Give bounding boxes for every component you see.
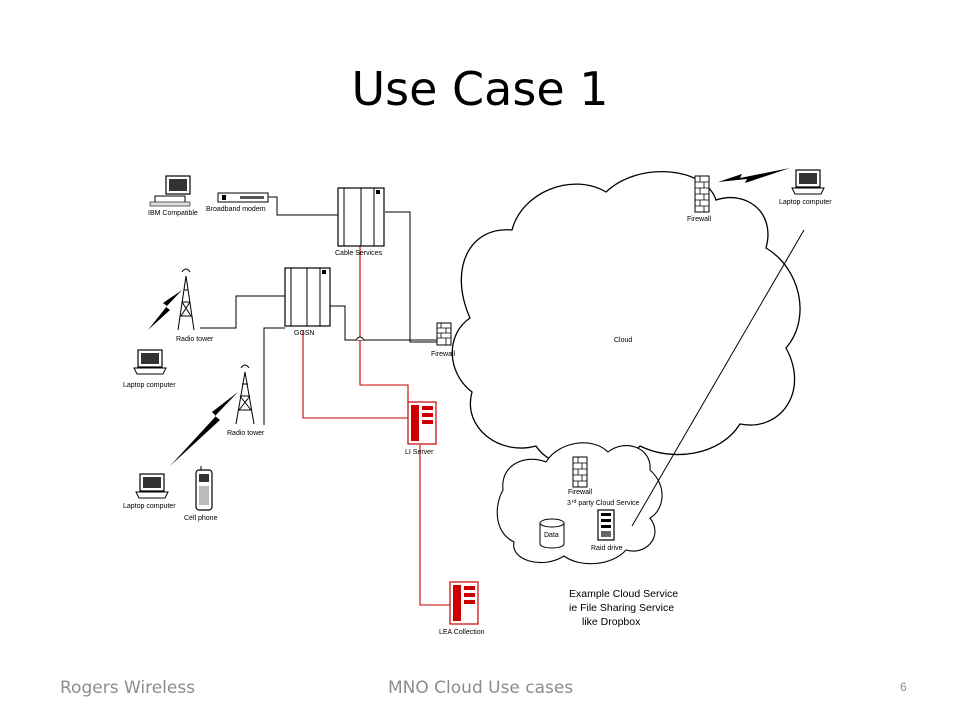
note-line-2: ie File Sharing Service [569, 602, 674, 614]
inner-cloud [496, 442, 663, 565]
radio-tower-1-label: Radio tower [176, 336, 214, 343]
cable-label: Cable Services [335, 250, 383, 257]
modem-icon[interactable] [217, 192, 269, 203]
lea-collection-icon[interactable] [449, 581, 479, 625]
note-line-1: Example Cloud Service [569, 588, 678, 600]
modem-label: Broadband modem [206, 206, 266, 213]
li-server-label: LI Server [405, 449, 434, 456]
black-links [200, 196, 805, 527]
main-cloud [451, 171, 801, 469]
cable-services-icon[interactable] [337, 187, 385, 247]
firewall-icon[interactable] [694, 175, 710, 213]
database-icon[interactable] [539, 518, 565, 549]
ibm-label: IBM Compatible [148, 210, 198, 217]
firewall-icon[interactable] [572, 456, 588, 488]
firewall-icon[interactable] [436, 322, 452, 346]
footer-center: MNO Cloud Use cases [388, 678, 574, 698]
laptop-2-label: Laptop computer [123, 503, 176, 510]
raid-drive-icon[interactable] [597, 509, 615, 541]
note-line-3: like Dropbox [582, 616, 641, 628]
cloud-label: Cloud [614, 337, 632, 344]
lightning-bolt-icon [148, 290, 182, 330]
radio-tower-icon[interactable] [235, 364, 255, 425]
radio-tower-icon[interactable] [177, 268, 195, 331]
lightning-bolt-icon [718, 168, 790, 183]
lightning-bolt-icon [170, 392, 238, 466]
ggsn-label: GGSN [294, 330, 315, 337]
slide-title: Use Case 1 [351, 62, 609, 116]
lea-label: LEA Collection [439, 629, 485, 636]
firewall-main-label: Firewall [431, 351, 456, 358]
page-number: 6 [900, 680, 907, 694]
raid-label: Raid drive [591, 545, 623, 552]
cell-phone-label: Cell phone [184, 515, 218, 522]
ibm-pc-icon[interactable] [149, 175, 191, 207]
cell-phone-icon[interactable] [195, 466, 213, 511]
data-label: Data [544, 532, 559, 539]
firewall-inner-label: Firewall [568, 489, 593, 496]
red-intercept-links [302, 245, 450, 606]
laptop-icon[interactable] [133, 349, 167, 375]
laptop-icon[interactable] [135, 473, 169, 499]
footer-left: Rogers Wireless [60, 678, 196, 698]
ggsn-icon[interactable] [284, 267, 331, 327]
laptop-icon[interactable] [791, 169, 825, 195]
laptop-1-label: Laptop computer [123, 382, 176, 389]
radio-tower-2-label: Radio tower [227, 430, 265, 437]
li-server-icon[interactable] [407, 401, 437, 445]
firewall-top-label: Firewall [687, 216, 712, 223]
laptop-3-label: Laptop computer [779, 199, 832, 206]
